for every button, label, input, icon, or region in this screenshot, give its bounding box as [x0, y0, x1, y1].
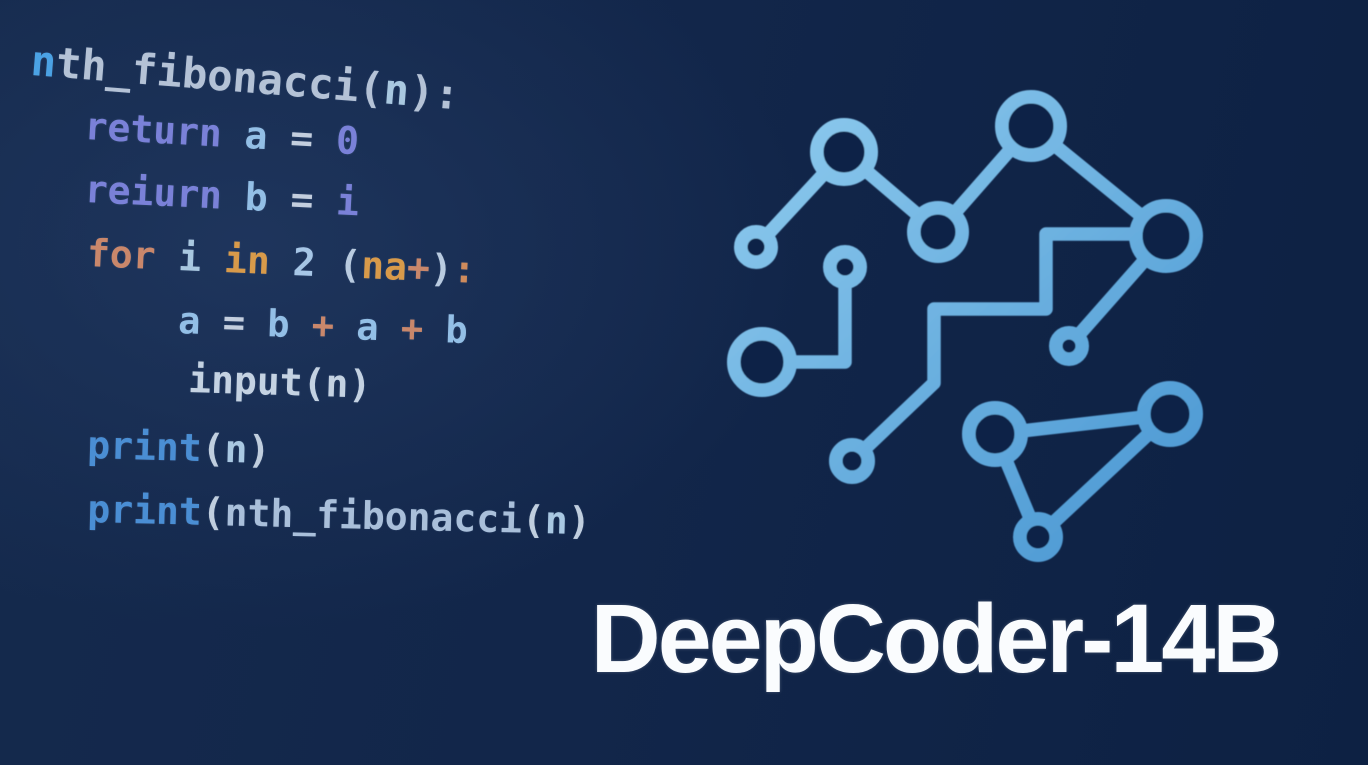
logo-node	[1137, 381, 1203, 447]
logo-node	[727, 327, 797, 397]
logo-node	[829, 438, 875, 484]
logo-node	[962, 401, 1028, 467]
logo-node	[1013, 512, 1063, 562]
logo-node	[823, 245, 867, 289]
logo-edges	[749, 119, 1177, 544]
logo-edge	[845, 227, 1173, 468]
logo-node	[907, 201, 969, 263]
logo-node	[1129, 199, 1203, 273]
logo-nodes	[727, 90, 1203, 562]
logo-node	[1049, 326, 1089, 366]
logo-node	[995, 90, 1067, 162]
logo-node	[810, 118, 878, 186]
logo-node	[734, 225, 778, 269]
product-title: DeepCoder-14B	[590, 584, 1283, 693]
